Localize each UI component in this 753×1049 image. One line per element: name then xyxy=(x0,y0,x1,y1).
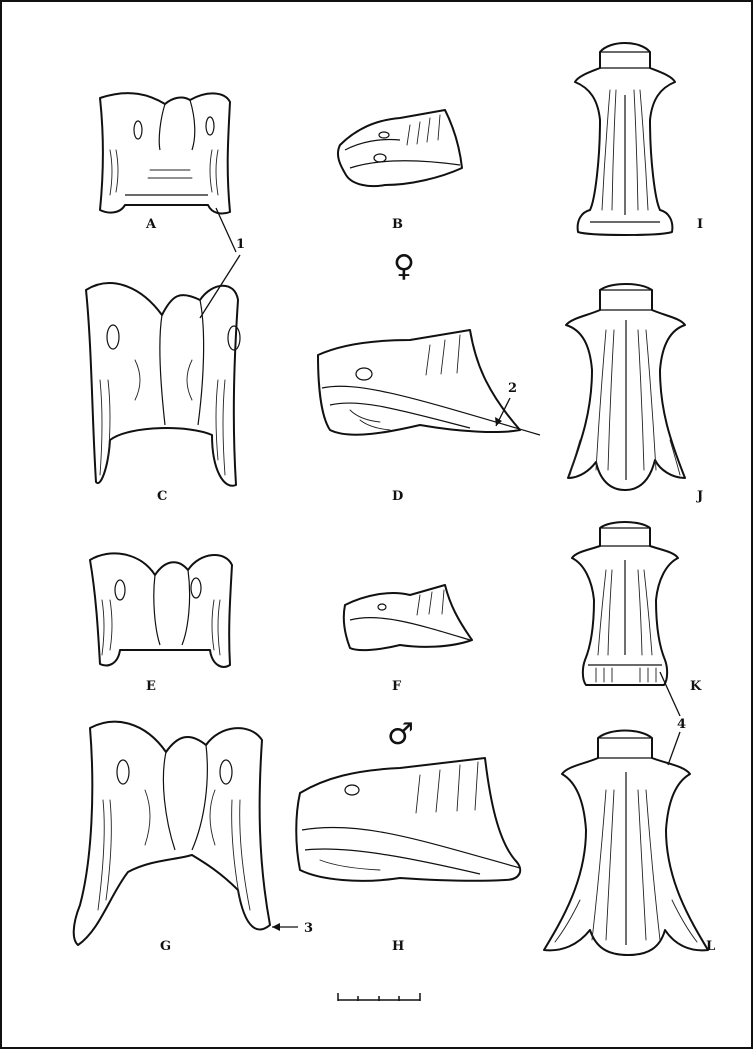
specimen-l-drawing xyxy=(544,731,708,956)
scale-bar xyxy=(338,993,420,1001)
label-a: A xyxy=(145,217,157,232)
specimen-e-drawing xyxy=(90,553,232,666)
specimen-h-drawing xyxy=(296,758,520,881)
callout-4-leader-l xyxy=(668,732,680,765)
label-c: C xyxy=(157,489,167,504)
specimen-d-drawing xyxy=(318,330,540,435)
callout-2-arrowhead xyxy=(495,417,502,426)
specimen-k-drawing xyxy=(572,522,678,685)
specimen-j-drawing xyxy=(566,284,685,490)
callout-1-leader-a xyxy=(216,208,236,252)
label-h: H xyxy=(392,939,404,954)
specimen-f-drawing xyxy=(344,585,472,650)
label-b: B xyxy=(392,217,403,232)
callout-1: 1 xyxy=(236,237,245,252)
label-i: I xyxy=(697,217,703,232)
label-g: G xyxy=(160,939,171,954)
specimen-g-drawing xyxy=(74,722,270,945)
callout-3: 3 xyxy=(304,921,313,936)
specimen-c-drawing xyxy=(86,283,240,486)
label-d: D xyxy=(392,489,403,504)
specimen-b-drawing xyxy=(338,110,462,186)
callout-2: 2 xyxy=(508,381,517,396)
specimen-a-drawing xyxy=(100,93,230,213)
callout-1-leader-c xyxy=(200,255,240,318)
callout-4: 4 xyxy=(677,717,686,732)
label-k: K xyxy=(690,679,702,694)
label-j: J xyxy=(696,489,703,504)
label-e: E xyxy=(146,679,156,694)
callout-4-leader-k xyxy=(660,672,680,716)
callout-3-arrowhead xyxy=(272,923,280,931)
label-l: L xyxy=(706,939,715,954)
specimen-i-drawing xyxy=(575,43,675,235)
label-f: F xyxy=(392,679,402,694)
male-symbol: ♂ xyxy=(387,717,414,752)
female-symbol: ♀ xyxy=(393,249,415,284)
